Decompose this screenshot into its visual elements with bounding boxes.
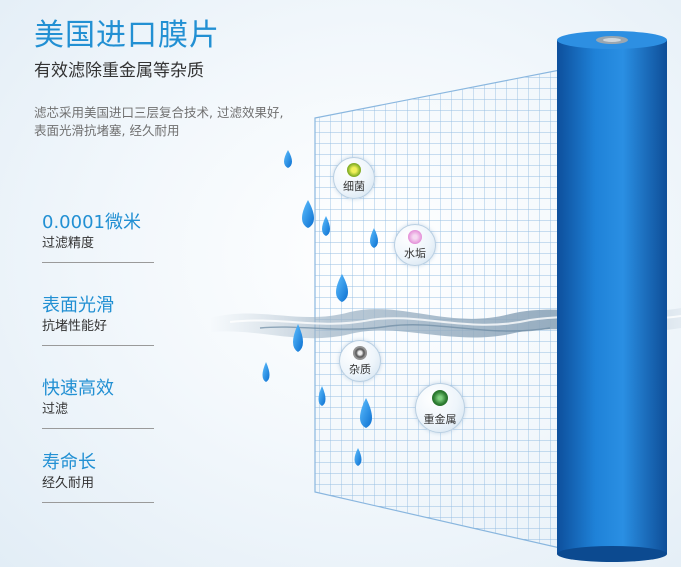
feature-title: 0.0001微米 bbox=[42, 212, 141, 233]
filter-cartridge bbox=[557, 31, 667, 562]
bubble-label: 水垢 bbox=[404, 247, 426, 260]
feature-subtitle: 过滤精度 bbox=[42, 236, 95, 251]
scale-icon bbox=[408, 230, 422, 244]
feature-precision: 0.0001微米 过滤精度 bbox=[42, 212, 154, 263]
feature-title: 快速高效 bbox=[42, 378, 114, 399]
bubble-label: 细菌 bbox=[343, 180, 365, 193]
feature-subtitle: 经久耐用 bbox=[42, 476, 95, 491]
water-droplets bbox=[262, 150, 378, 466]
feature-long-life: 寿命长 经久耐用 bbox=[42, 452, 154, 503]
feature-fast-efficient: 快速高效 过滤 bbox=[42, 378, 154, 429]
feature-smooth-surface: 表面光滑 抗堵性能好 bbox=[42, 295, 154, 346]
bubble-scale: 水垢 bbox=[394, 224, 436, 266]
description-text: 滤芯采用美国进口三层复合技术, 过滤效果好, 表面光滑抗堵塞, 经久耐用 bbox=[34, 105, 284, 138]
bacteria-icon bbox=[347, 163, 361, 177]
bubble-label: 重金属 bbox=[423, 413, 457, 426]
bubble-impurity: 杂质 bbox=[339, 340, 381, 382]
impurity-icon bbox=[353, 346, 367, 360]
feature-subtitle: 过滤 bbox=[42, 402, 69, 417]
filter-mesh bbox=[314, 69, 561, 549]
bubble-bacteria: 细菌 bbox=[333, 157, 375, 199]
feature-title: 寿命长 bbox=[42, 452, 96, 473]
feature-subtitle: 抗堵性能好 bbox=[42, 319, 108, 334]
heavy-metal-icon bbox=[432, 390, 448, 406]
feature-title: 表面光滑 bbox=[42, 295, 114, 316]
page-subtitle: 有效滤除重金属等杂质 bbox=[34, 61, 204, 81]
bubble-heavy-metal: 重金属 bbox=[415, 383, 465, 433]
bubble-label: 杂质 bbox=[349, 363, 371, 376]
page-title: 美国进口膜片 bbox=[34, 18, 220, 53]
